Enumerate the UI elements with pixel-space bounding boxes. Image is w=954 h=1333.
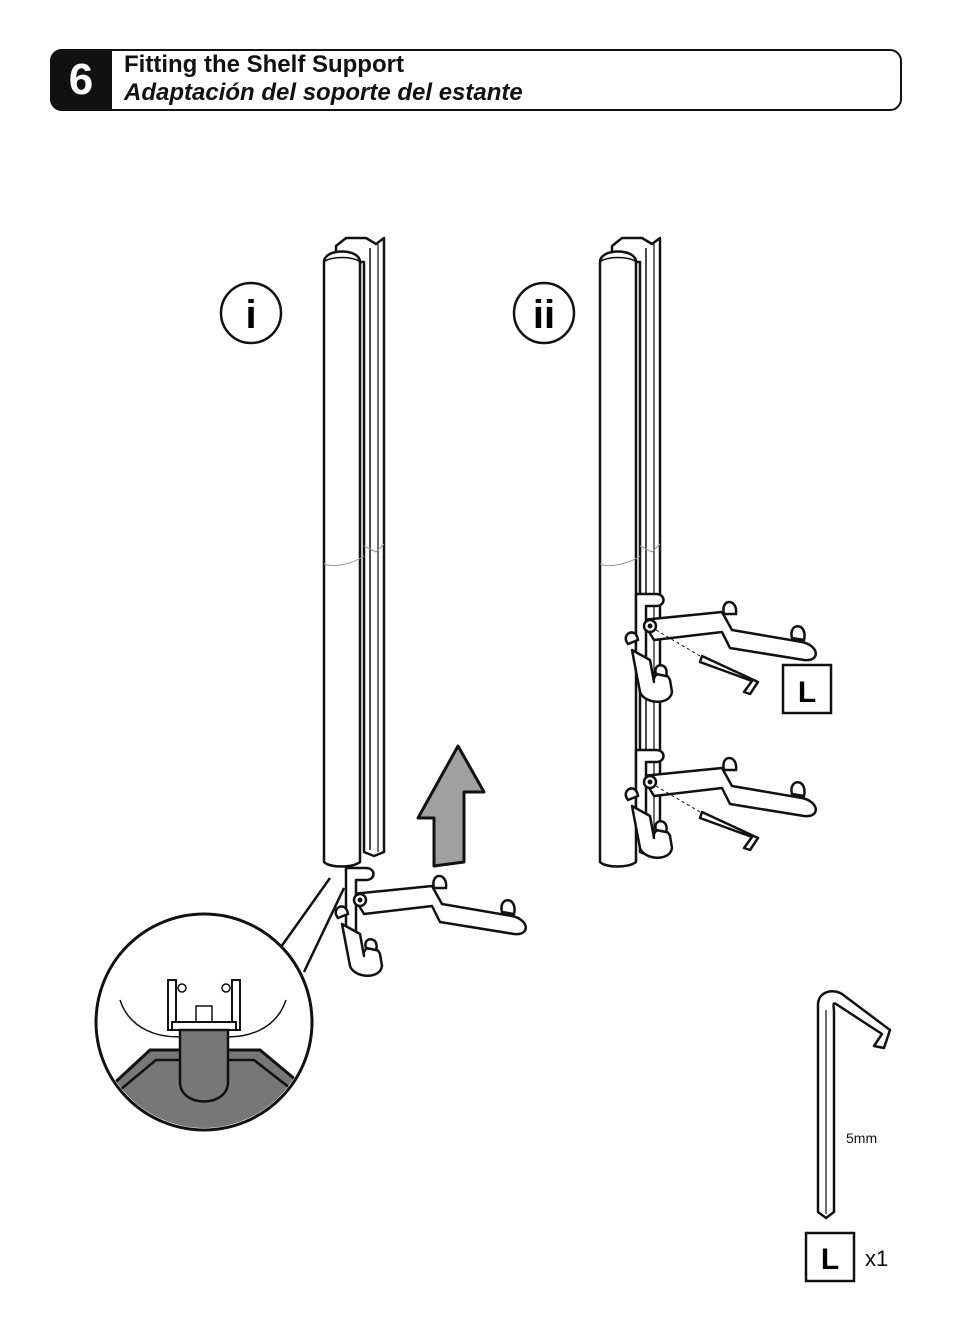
step-number-badge: 6 [50,49,112,111]
step-title: Fitting the Shelf Support Adaptación del… [124,51,523,107]
step-title-english: Fitting the Shelf Support [124,51,404,78]
step-title-spanish: Adaptación del soporte del estante [124,79,523,106]
arrow-up-icon [416,744,486,868]
detail-zoom-circle [94,912,314,1132]
part-id-letter: L [821,1243,839,1276]
tool-reference-box: L [781,663,833,715]
substep-label-i: i [245,293,256,337]
tool-reference-letter: L [798,676,816,709]
callout-connector [274,877,346,973]
allen-key-upper-icon [698,654,760,696]
substep-ii-upright [598,236,662,868]
substep-marker-ii: ii [512,281,576,345]
part-id-box: L [804,1231,856,1283]
substep-i-upright [322,236,386,868]
allen-key-lower-icon [698,810,760,852]
substep-marker-i: i [219,281,283,345]
tool-size-label: 5mm [846,1130,877,1146]
substep-label-ii: ii [533,293,555,337]
shelf-bracket-i [334,866,528,978]
allen-key-part-icon [816,990,892,1220]
part-quantity: x1 [865,1246,888,1271]
